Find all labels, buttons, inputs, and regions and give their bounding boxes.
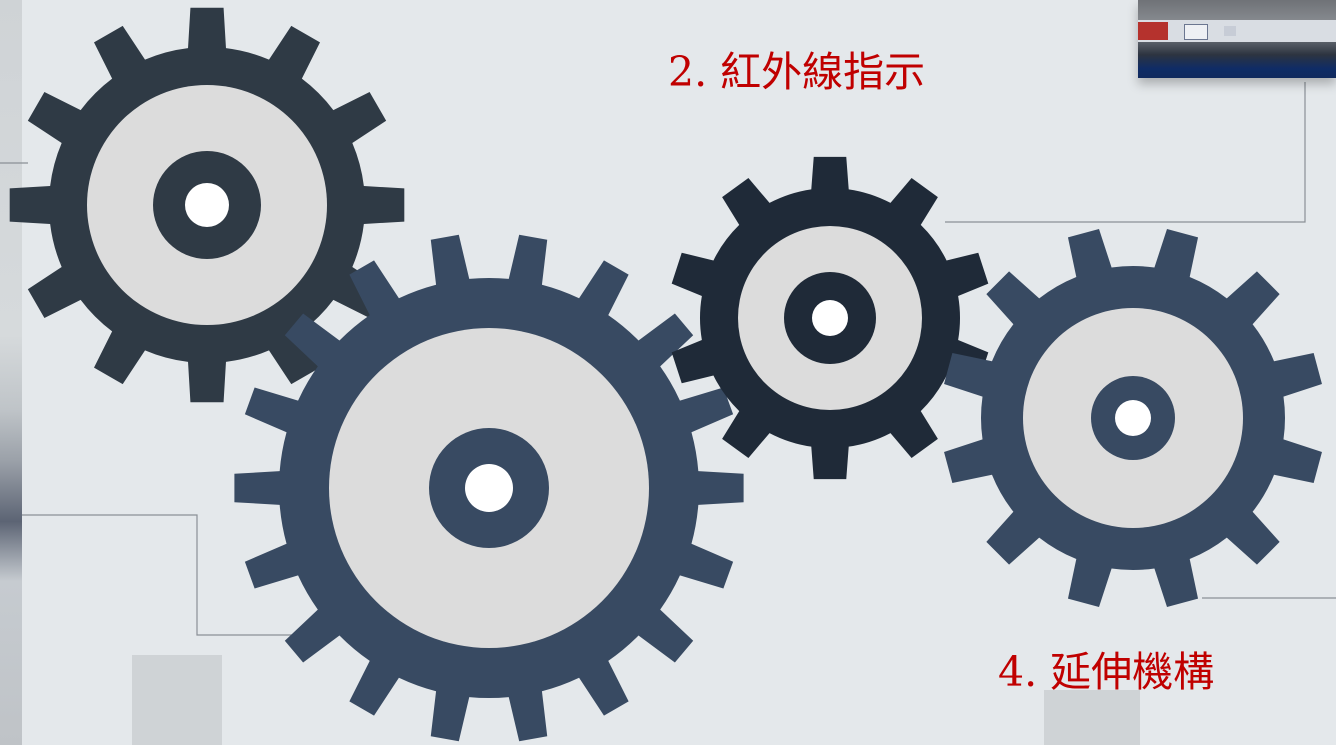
gear-large-center-icon — [234, 234, 744, 742]
photo-small-tag — [1224, 26, 1236, 36]
grey-block-left — [132, 655, 222, 745]
label-infrared-indicator: 2. 紅外線指示 — [668, 48, 926, 96]
connector-lines — [0, 82, 1336, 636]
top-right-photo — [1138, 0, 1336, 78]
grey-block-right — [1044, 690, 1140, 745]
photo-red-tag — [1138, 22, 1168, 40]
gear-hub-hole — [812, 300, 848, 336]
gear-hub-hole — [185, 183, 229, 227]
gear-far-right-icon — [944, 229, 1322, 607]
gear-middle-right-icon — [671, 156, 989, 480]
gear-hub-hole — [1115, 400, 1151, 436]
label-extension-mechanism: 4. 延伸機構 — [998, 648, 1215, 696]
connector-line-bottom-left — [22, 514, 315, 636]
gear-hub-hole — [465, 464, 513, 512]
photo-a1-tag — [1184, 24, 1208, 40]
connector-line-top-right — [945, 82, 1306, 223]
left-photo-strip — [0, 0, 22, 745]
gear-top-left-icon — [9, 7, 405, 403]
